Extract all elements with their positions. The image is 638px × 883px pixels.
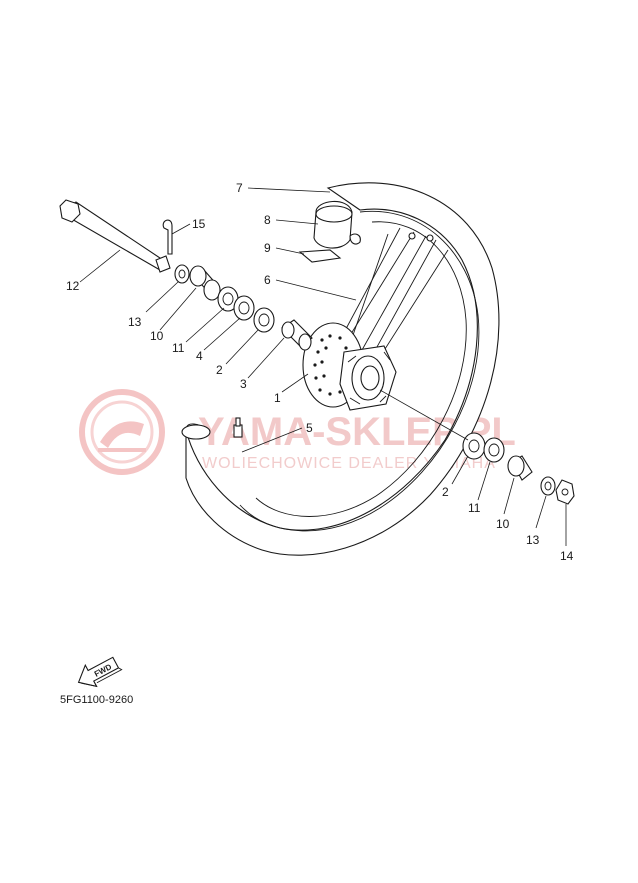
- callout-12: 12: [66, 279, 80, 293]
- callout-labels: 7 8 9 6 15 12 13 10 11 4 2 3 1 5 2 11 10…: [66, 181, 574, 563]
- callout-2-left: 2: [216, 363, 223, 377]
- callout-6: 6: [264, 273, 271, 287]
- callout-10-left: 10: [150, 329, 164, 343]
- leader-lines: [79, 187, 567, 546]
- callout-13-right: 13: [526, 533, 540, 547]
- diagram-code: 5FG1100-9260: [60, 694, 134, 706]
- left-spacer-stack: [174, 264, 313, 351]
- callout-7: 7: [236, 181, 243, 195]
- inner-tube-part: [313, 200, 353, 249]
- callout-8: 8: [264, 213, 271, 227]
- callout-10-right: 10: [496, 517, 510, 531]
- wheel: [181, 182, 500, 556]
- axle: [59, 199, 171, 273]
- callout-3: 3: [240, 377, 247, 391]
- callout-11-right: 11: [468, 501, 481, 515]
- fwd-arrow-icon: FWD: [77, 656, 123, 688]
- watermark-sub-text: WOLIECHOWICE DEALER YAMAHA: [202, 455, 496, 472]
- callout-4: 4: [196, 349, 203, 363]
- callout-2-right: 2: [442, 485, 449, 499]
- tire: [185, 182, 500, 556]
- hub-assembly: [302, 322, 397, 411]
- right-spacer-stack: [462, 432, 575, 505]
- callout-13-left: 13: [128, 315, 142, 329]
- callout-1: 1: [274, 391, 281, 405]
- watermark-logo: [79, 389, 165, 475]
- callout-9: 9: [264, 241, 271, 255]
- callout-15: 15: [192, 217, 206, 231]
- callout-5: 5: [306, 421, 313, 435]
- spokes: [339, 227, 449, 361]
- callout-11-left: 11: [172, 341, 185, 355]
- rim-band: [298, 249, 342, 263]
- callout-14: 14: [560, 549, 574, 563]
- cotter-pin: [162, 219, 173, 255]
